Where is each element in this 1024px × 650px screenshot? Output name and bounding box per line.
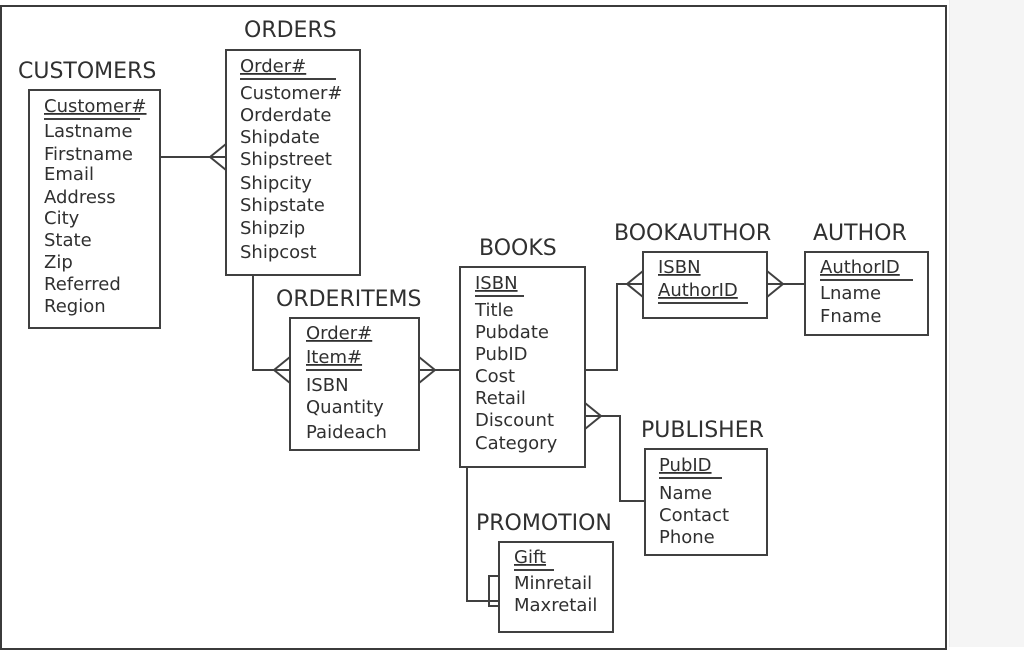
crowfoot-orders xyxy=(209,143,227,171)
key-field: Order# xyxy=(306,323,372,344)
entity-box xyxy=(28,89,161,329)
entity-title: PUBLISHER xyxy=(641,418,764,443)
attribute: Address xyxy=(44,187,116,208)
attribute: Referred xyxy=(44,274,121,295)
rel-books-publisher xyxy=(585,415,645,502)
entity-title: CUSTOMERS xyxy=(18,59,156,84)
entity-customers[interactable]: CUSTOMERS Customer# Lastname Firstname E… xyxy=(18,59,161,329)
key-field: AuthorID xyxy=(820,257,900,278)
key-field: Item# xyxy=(306,347,362,368)
entity-orderitems[interactable]: ORDERITEMS Order# Item# ISBN Quantity Pa… xyxy=(276,287,422,451)
entity-bookauthor[interactable]: BOOKAUTHOR ISBN AuthorID xyxy=(614,221,771,319)
attribute: Retail xyxy=(475,388,526,409)
attribute: PubID xyxy=(475,344,528,365)
attribute: Shipzip xyxy=(240,218,305,239)
entity-author[interactable]: AUTHOR AuthorID Lname Fname xyxy=(804,221,929,336)
key-field: ISBN xyxy=(658,257,701,278)
attribute: Zip xyxy=(44,252,73,273)
attribute: ISBN xyxy=(306,375,349,396)
entity-box xyxy=(804,251,929,336)
entity-box xyxy=(644,448,768,556)
attribute: Category xyxy=(475,433,558,454)
attribute: Orderdate xyxy=(240,105,331,126)
attribute: Customer# xyxy=(240,83,343,104)
attribute: Pubdate xyxy=(475,322,549,343)
key-field: Gift xyxy=(514,547,546,568)
rel-books-bookauthor xyxy=(585,283,643,371)
entity-box xyxy=(289,317,420,451)
crowfoot-bookauthor-left xyxy=(626,270,644,298)
crowfoot-bookauthor-right xyxy=(766,270,784,298)
attribute: Contact xyxy=(659,505,729,526)
entity-box xyxy=(225,49,361,276)
scrollbar-track[interactable] xyxy=(949,0,1024,647)
attribute: Lname xyxy=(820,283,881,304)
crowfoot-orderitems-left xyxy=(273,356,291,384)
attribute: Firstname xyxy=(44,144,133,165)
attribute: Maxretail xyxy=(514,595,597,616)
entity-box xyxy=(498,541,614,633)
crowfoot-books-publisher xyxy=(584,402,602,430)
entity-title: AUTHOR xyxy=(813,221,907,246)
attribute: Title xyxy=(474,300,514,321)
attribute: Phone xyxy=(659,527,715,548)
key-field: ISBN xyxy=(475,273,518,294)
attribute: State xyxy=(44,230,92,251)
entity-title: ORDERITEMS xyxy=(276,287,422,312)
entity-title: ORDERS xyxy=(244,18,337,43)
promotion-link-bracket xyxy=(488,575,499,607)
attribute: Lastname xyxy=(44,121,133,142)
entity-title: BOOKAUTHOR xyxy=(614,221,771,246)
attribute: Shipcost xyxy=(240,242,317,263)
key-field: PubID xyxy=(659,455,712,476)
attribute: Region xyxy=(44,296,106,317)
attribute: Shipcity xyxy=(240,173,312,194)
attribute: Paideach xyxy=(306,422,387,443)
attribute: Email xyxy=(44,164,94,185)
key-field: Customer# xyxy=(44,96,147,117)
attribute: Name xyxy=(659,483,712,504)
entity-title: PROMOTION xyxy=(476,511,612,536)
attribute: Shipdate xyxy=(240,127,320,148)
erd-diagram: CUSTOMERS Customer# Lastname Firstname E… xyxy=(18,18,929,633)
crowfoot-orderitems-right xyxy=(418,356,436,384)
entity-publisher[interactable]: PUBLISHER PubID Name Contact Phone xyxy=(641,418,768,556)
attribute: Fname xyxy=(820,306,881,327)
attribute: Cost xyxy=(475,366,515,387)
attribute: Discount xyxy=(475,410,554,431)
attribute: Quantity xyxy=(306,397,384,418)
entity-promotion[interactable]: PROMOTION Gift Minretail Maxretail xyxy=(476,511,614,633)
key-field: AuthorID xyxy=(658,280,738,301)
relationship-lines xyxy=(160,143,805,607)
attribute: Minretail xyxy=(514,573,592,594)
key-field: Order# xyxy=(240,56,306,77)
entity-title: BOOKS xyxy=(479,236,557,261)
entity-books[interactable]: BOOKS ISBN Title Pubdate PubID Cost Reta… xyxy=(459,236,586,468)
rel-orders-orderitems xyxy=(252,275,290,371)
attribute: Shipstate xyxy=(240,195,325,216)
attribute: City xyxy=(44,208,80,229)
entity-orders[interactable]: ORDERS Order# Customer# Orderdate Shipda… xyxy=(225,18,361,276)
entity-box xyxy=(459,266,586,468)
entity-box xyxy=(642,251,768,319)
attribute: Shipstreet xyxy=(240,149,332,170)
